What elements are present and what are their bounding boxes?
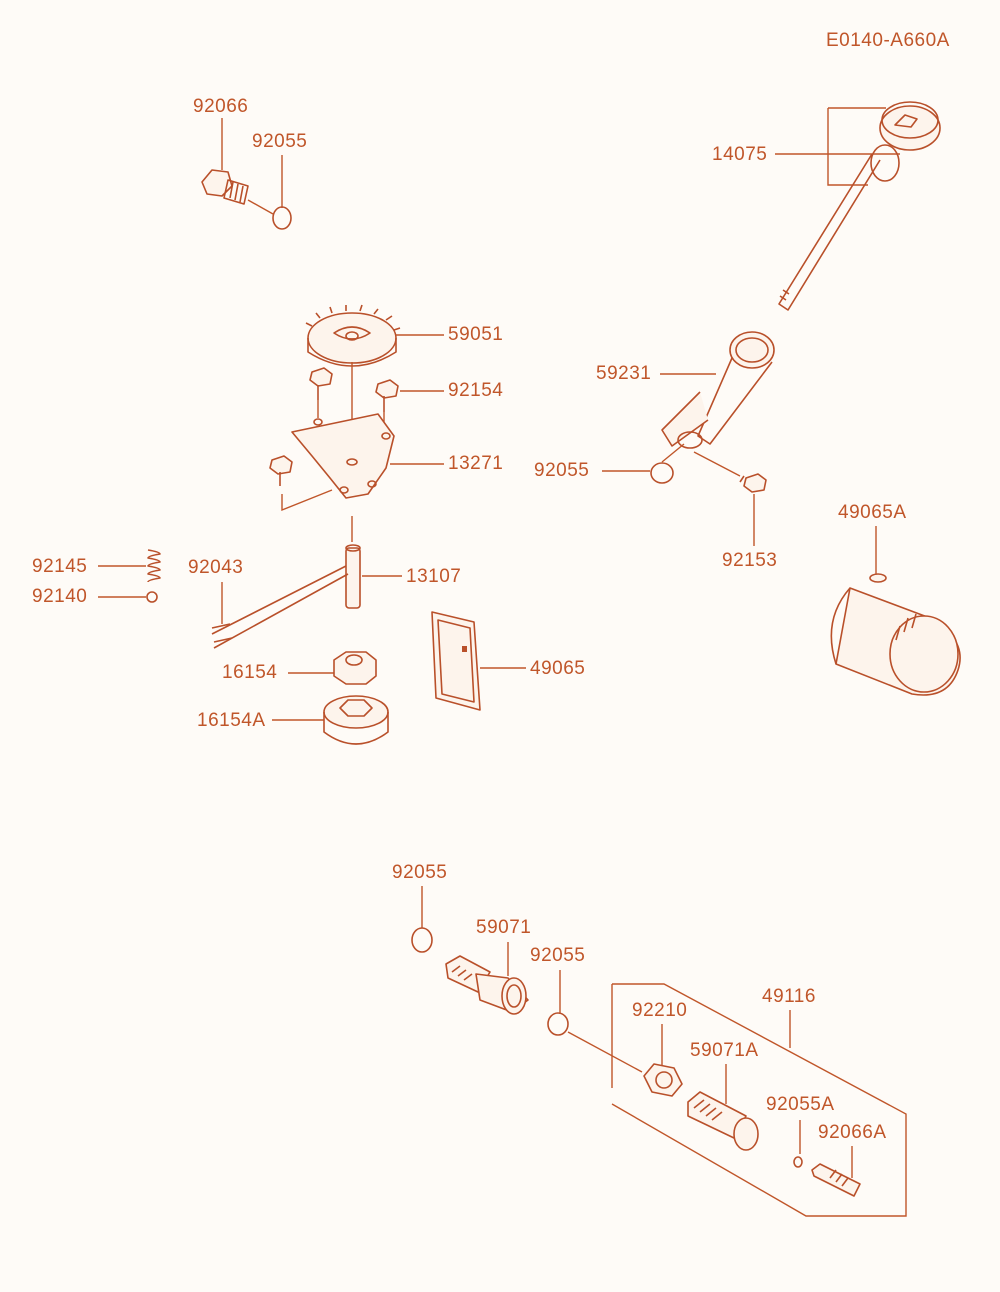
label-92055-mid: 92055 (534, 460, 590, 481)
drain-plug-part (201, 118, 249, 205)
label-13271: 13271 (448, 453, 504, 474)
plate-part (269, 413, 444, 512)
label-92055-low2: 92055 (530, 945, 586, 966)
label-92055-low: 92055 (392, 862, 448, 883)
label-92066: 92066 (193, 96, 249, 117)
label-92154: 92154 (448, 380, 504, 401)
o-ring-lower-part (411, 886, 433, 953)
filter-element-part (431, 611, 526, 711)
gear-part (305, 304, 444, 455)
o-ring-small-part (793, 1120, 803, 1168)
spring-part (98, 549, 161, 603)
elbow-part (687, 1064, 759, 1151)
diagram-code: E0140-A660A (826, 30, 950, 51)
label-49065A: 49065A (838, 502, 907, 523)
label-59071A: 59071A (690, 1040, 759, 1061)
label-92043: 92043 (188, 557, 244, 578)
label-92153: 92153 (722, 550, 778, 571)
label-92145: 92145 (32, 556, 88, 577)
label-59231: 59231 (596, 363, 652, 384)
label-92066A: 92066A (818, 1122, 887, 1143)
nut-part (643, 1024, 683, 1097)
o-ring-right-part (547, 970, 643, 1073)
label-16154A: 16154A (197, 710, 266, 731)
label-49116: 49116 (762, 986, 816, 1007)
fitting-part (445, 942, 529, 1015)
bolt-small-part (693, 451, 767, 546)
o-ring-mid-part (602, 443, 685, 484)
label-92210: 92210 (632, 1000, 688, 1021)
label-16154: 16154 (222, 662, 278, 683)
oil-filter-part (830, 526, 961, 696)
label-92055-top: 92055 (252, 131, 308, 152)
label-92140: 92140 (32, 586, 88, 607)
o-ring-part (247, 155, 292, 230)
filler-tube-part (660, 331, 775, 449)
label-14075: 14075 (712, 144, 768, 165)
label-59051: 59051 (448, 324, 504, 345)
label-13107: 13107 (406, 566, 462, 587)
pin-part (211, 565, 349, 649)
shaft-part (345, 516, 402, 609)
label-49065: 49065 (530, 658, 586, 679)
rotor-part (288, 651, 377, 685)
label-92055A: 92055A (766, 1094, 835, 1115)
plug-part (811, 1146, 861, 1197)
kit-bracket (611, 983, 907, 1217)
label-59071: 59071 (476, 917, 532, 938)
outer-rotor-part (272, 695, 389, 745)
dipstick-part (775, 101, 941, 311)
